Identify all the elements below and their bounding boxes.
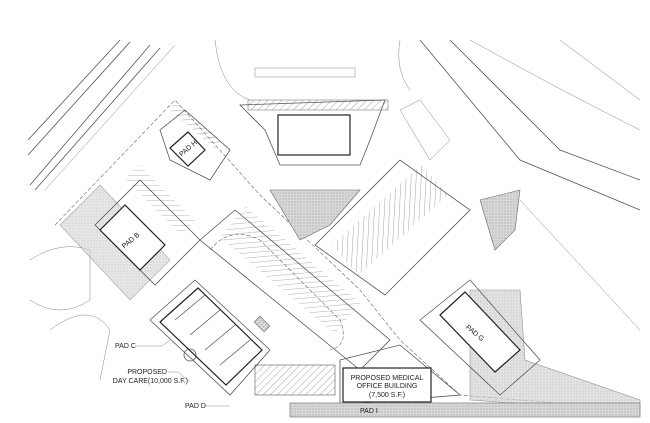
medical-office-label-3: (7,500 S.F.) [369, 392, 405, 399]
medical-office: PROPOSED MEDICAL OFFICE BUILDING (7,500 … [339, 344, 462, 406]
medical-office-label-1: PROPOSED MEDICAL [351, 375, 424, 382]
callouts: PAD C PROPOSED DAY CARE(10,000 S.F.) PAD… [113, 339, 230, 410]
day-care-label-1: PROPOSED [127, 369, 167, 376]
day-care-parking [254, 364, 336, 396]
pad-c-label: PAD C [115, 343, 136, 350]
pad-i-label: PAD I [360, 408, 378, 415]
day-care-building [149, 279, 271, 396]
roads-left [27, 39, 176, 381]
pad-h: PAD H [159, 101, 231, 181]
medical-office-label-2: OFFICE BUILDING [357, 383, 418, 390]
pad-i: PAD I [289, 402, 641, 418]
pad-d-label: PAD D [185, 403, 206, 410]
roads-right [214, 39, 641, 331]
existing-parking-top [239, 67, 389, 166]
right-parking [314, 99, 471, 296]
pad-g: PAD G [419, 279, 541, 396]
day-care-label-2: DAY CARE(10,000 S.F.) [113, 378, 188, 385]
central-parking [199, 206, 391, 371]
